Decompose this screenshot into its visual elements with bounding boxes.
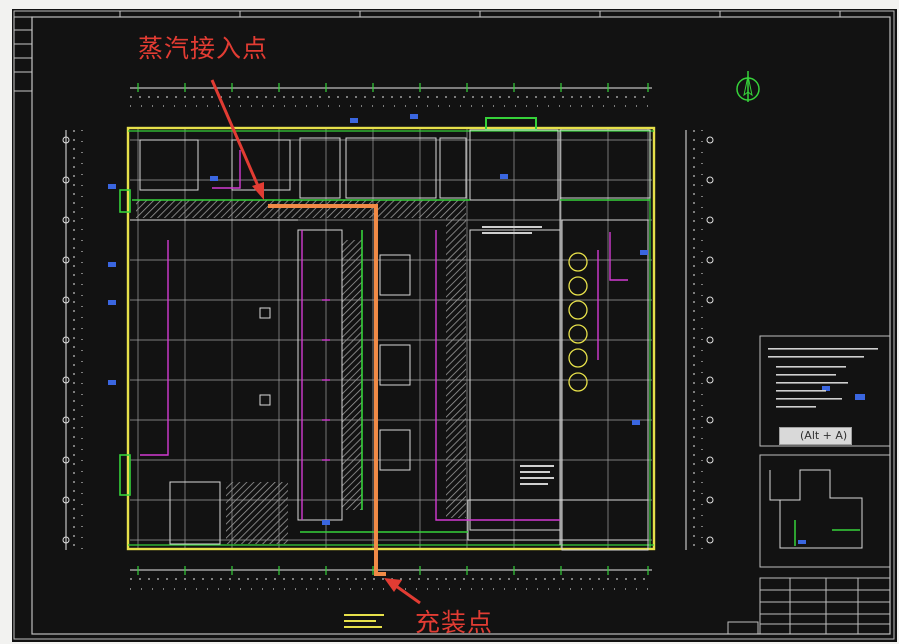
steam-inlet-label: 蒸汽接入点 — [138, 34, 269, 63]
key-plan — [759, 454, 891, 568]
equipment-tags — [108, 114, 830, 525]
drawing-inner-frame — [31, 16, 891, 635]
pipes-magenta — [140, 150, 628, 521]
circle-tank-icon — [568, 252, 588, 392]
steam-route-line — [268, 204, 386, 576]
frame-ticks-top — [119, 11, 841, 17]
drawing-border — [13, 10, 895, 640]
hatched-corridors — [136, 200, 466, 544]
text-labels — [259, 226, 554, 628]
north-arrow-icon — [736, 71, 760, 102]
left-revision-strip — [13, 16, 33, 92]
title-block — [727, 577, 891, 635]
axis-bubbles — [62, 136, 714, 544]
screenshot-tooltip: (Alt + A) — [779, 427, 853, 445]
pipes-green — [119, 189, 650, 533]
filling-point-label: 充装点 — [415, 608, 494, 637]
notes-panel — [759, 335, 891, 447]
dimension-tick-marks — [137, 83, 649, 575]
annotation-arrows — [210, 79, 421, 605]
